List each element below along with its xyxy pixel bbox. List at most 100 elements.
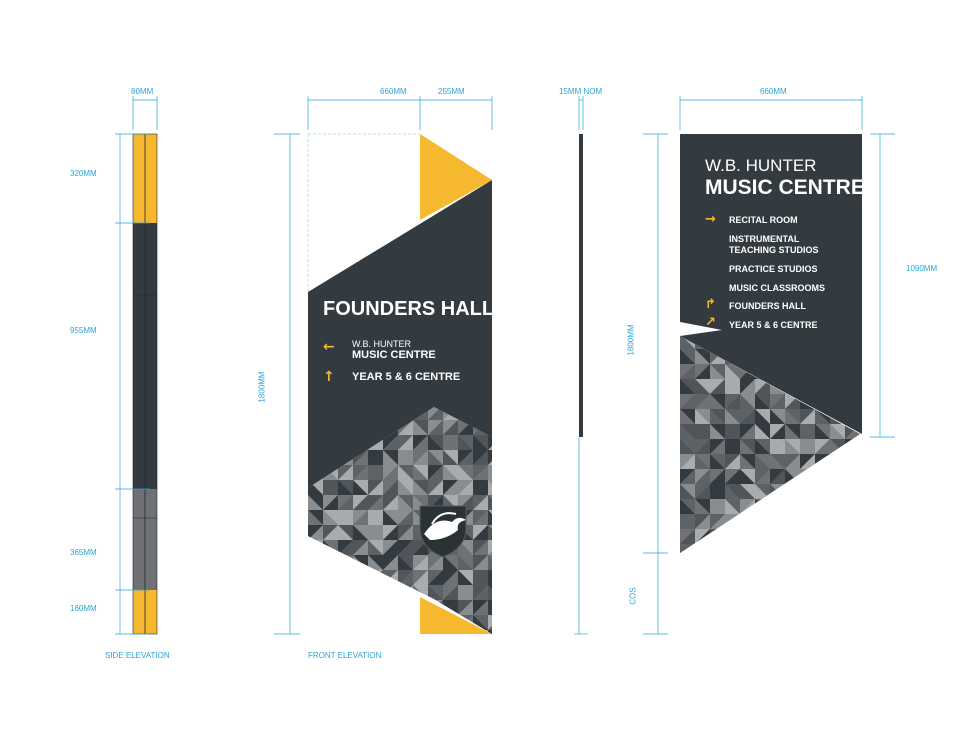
pattern-triangle — [800, 544, 815, 553]
pattern-triangle — [338, 465, 353, 480]
pattern-triangle — [845, 439, 860, 454]
pattern-triangle — [413, 420, 428, 435]
pattern-triangle — [740, 514, 755, 529]
pattern-triangle — [755, 544, 770, 553]
pattern-triangle — [740, 514, 755, 529]
pattern-triangle — [488, 570, 492, 585]
pattern-triangle — [323, 615, 338, 630]
pattern-triangle — [785, 439, 800, 454]
pattern-triangle — [695, 469, 710, 484]
front-dark-panel — [308, 180, 492, 488]
pattern-triangle — [725, 544, 740, 553]
pattern-triangle — [398, 540, 413, 555]
pattern-triangle — [353, 570, 368, 585]
pattern-triangle — [308, 555, 323, 570]
pattern-triangle — [740, 544, 755, 553]
pattern-triangle — [755, 529, 770, 544]
side-dimension-lines — [115, 96, 158, 635]
pattern-triangle — [710, 454, 725, 469]
pattern-triangle — [815, 469, 830, 484]
pattern-triangle — [353, 510, 368, 525]
pattern-triangle — [680, 424, 695, 439]
pattern-triangle — [800, 409, 815, 424]
pattern-triangle — [725, 364, 740, 379]
pattern-triangle — [398, 495, 413, 510]
back-item-instrumental: INSTRUMENTAL — [729, 234, 800, 244]
pattern-triangle — [770, 439, 785, 454]
pattern-triangle — [815, 499, 830, 514]
pattern-triangle — [860, 529, 875, 544]
pattern-triangle — [815, 484, 830, 499]
pattern-triangle — [770, 514, 785, 529]
pattern-triangle — [815, 469, 830, 484]
pattern-triangle — [860, 439, 875, 454]
pattern-triangle — [755, 469, 770, 484]
pattern-triangle — [800, 439, 815, 454]
pattern-triangle — [398, 420, 413, 435]
side-seg1-label: 320MM — [70, 169, 97, 178]
pattern-triangle — [353, 630, 368, 634]
pattern-triangle — [800, 529, 815, 544]
pattern-triangle — [845, 544, 860, 553]
pattern-triangle — [308, 585, 323, 600]
pattern-triangle — [800, 424, 815, 439]
pattern-triangle — [308, 570, 323, 585]
pattern-triangle — [800, 469, 815, 484]
pattern-triangle — [458, 450, 473, 465]
pattern-triangle — [770, 529, 785, 544]
pattern-triangle — [368, 555, 383, 570]
pattern-triangle — [308, 615, 323, 630]
pattern-triangle — [740, 544, 755, 553]
pattern-triangle — [695, 424, 710, 439]
pattern-triangle — [368, 615, 383, 630]
pattern-triangle — [680, 544, 695, 553]
pattern-triangle — [830, 454, 845, 469]
pattern-triangle — [785, 484, 800, 499]
pattern-triangle — [383, 600, 398, 615]
pattern-triangle — [740, 484, 755, 499]
pattern-triangle — [755, 544, 770, 553]
pattern-triangle — [830, 544, 845, 553]
back-dimension-lines — [643, 96, 895, 635]
pattern-triangle — [680, 514, 695, 529]
pattern-triangle — [488, 600, 492, 615]
pattern-triangle — [785, 544, 800, 553]
pattern-triangle — [308, 555, 323, 570]
pattern-triangle — [860, 364, 875, 379]
pattern-triangle — [815, 409, 830, 424]
pattern-triangle — [860, 514, 875, 529]
pattern-triangle — [473, 540, 488, 555]
pattern-triangle — [725, 544, 740, 553]
front-dimension-lines — [274, 96, 493, 635]
back-item-classrooms: MUSIC CLASSROOMS — [729, 283, 826, 293]
pattern-triangle — [488, 585, 492, 600]
pattern-triangle — [308, 540, 323, 555]
pattern-triangle — [383, 600, 398, 615]
back-title-line1: W.B. HUNTER — [705, 156, 817, 175]
pattern-triangle — [770, 454, 785, 469]
pattern-triangle — [815, 544, 830, 553]
pattern-triangle — [398, 570, 413, 585]
pattern-triangle — [473, 525, 488, 540]
pattern-triangle — [755, 514, 770, 529]
pattern-triangle — [323, 570, 338, 585]
pattern-triangle — [368, 585, 383, 600]
pattern-triangle — [710, 544, 725, 553]
pattern-triangle — [860, 469, 875, 484]
side-seg4-label: 160MM — [70, 604, 97, 613]
pattern-triangle — [725, 514, 740, 529]
pattern-triangle — [338, 525, 353, 540]
pattern-triangle — [338, 615, 353, 630]
pattern-triangle — [800, 454, 815, 469]
pattern-triangle — [458, 480, 473, 495]
pattern-triangle — [458, 600, 473, 615]
pattern-triangle — [443, 555, 458, 570]
pattern-triangle — [488, 540, 492, 555]
pattern-triangle — [398, 525, 413, 540]
pattern-triangle — [770, 529, 785, 544]
pattern-triangle — [695, 379, 710, 394]
pattern-triangle — [353, 480, 368, 495]
pattern-triangle — [368, 630, 383, 634]
pattern-triangle — [353, 465, 368, 480]
pattern-triangle — [710, 364, 725, 379]
